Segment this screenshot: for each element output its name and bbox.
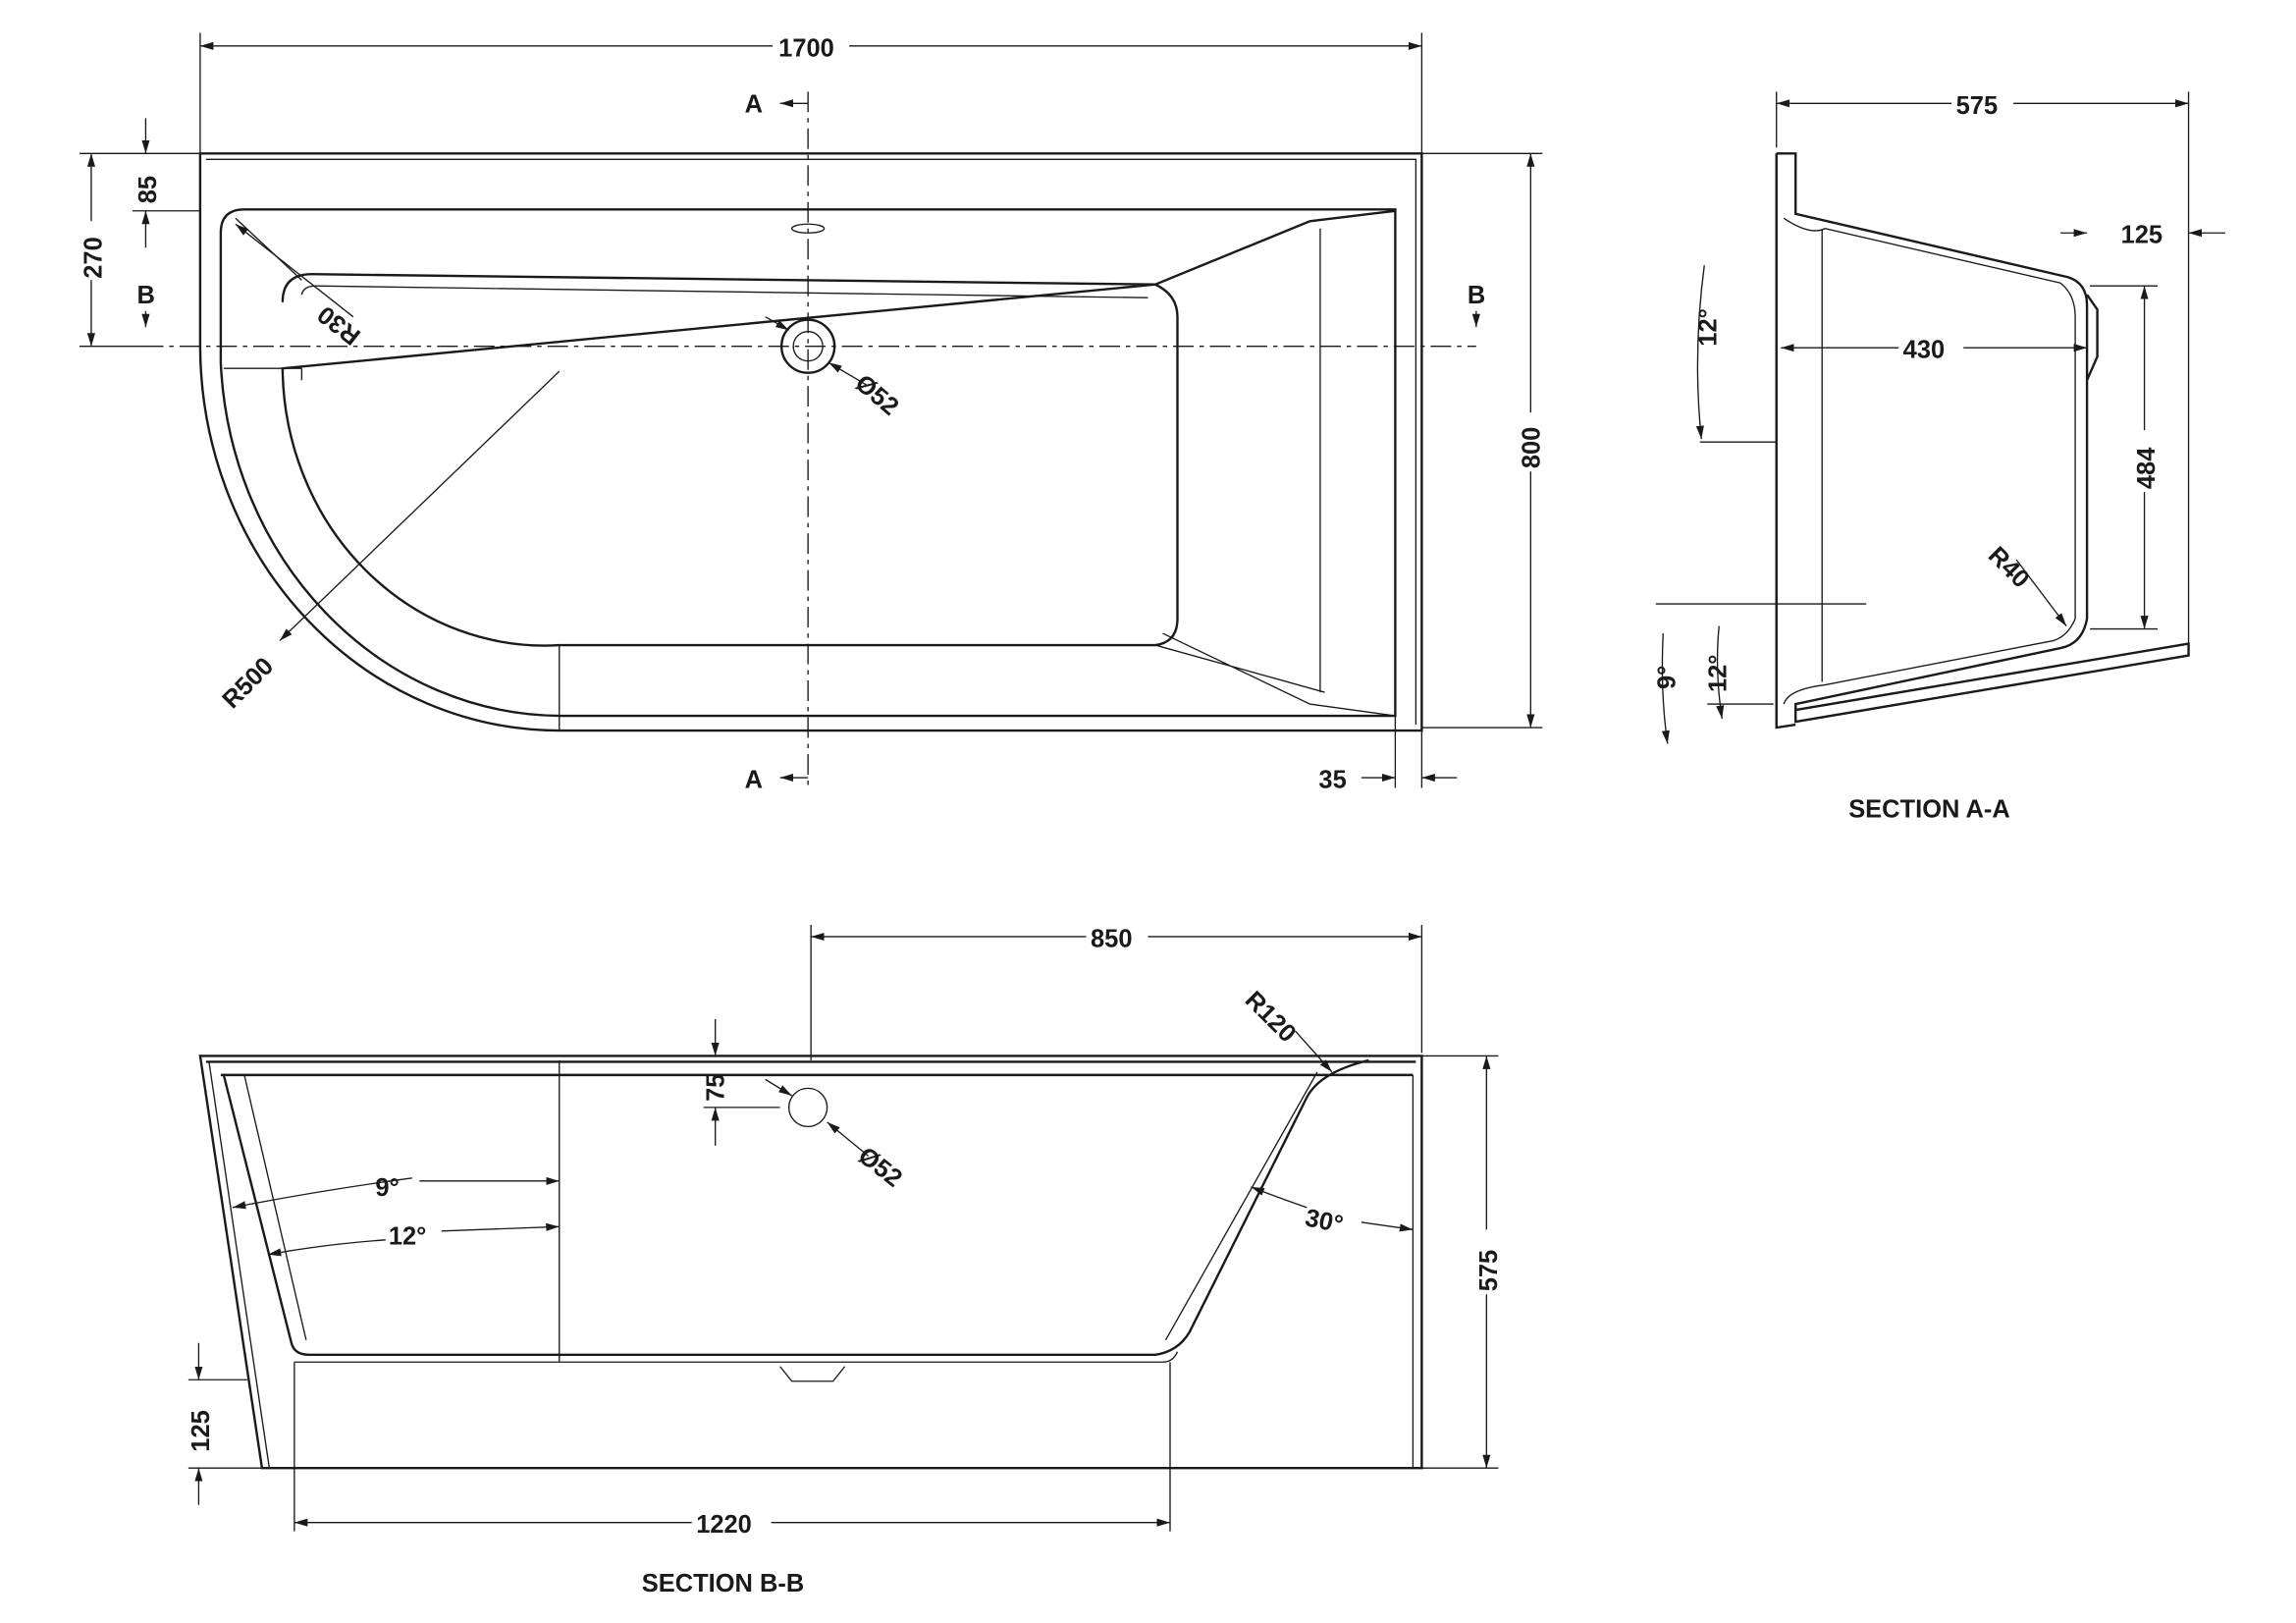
dim-section-b-850: 850 xyxy=(1091,925,1133,952)
dim-waste-offset: 270 xyxy=(80,237,107,279)
plan-basin xyxy=(281,209,1396,647)
section-b-marker-right: B xyxy=(1468,282,1485,309)
plan-outer-outline xyxy=(198,152,1423,732)
dim-section-b-height: 575 xyxy=(1475,1250,1503,1292)
section-a-title: SECTION A-A xyxy=(1848,795,2010,823)
dim-section-b-angle-outer: 9° xyxy=(375,1174,399,1202)
plan-view: A A B B 1700 800 270 85 35 R30 R500 Ø52 xyxy=(76,29,1545,794)
dim-section-a-depth: 575 xyxy=(1956,92,1999,120)
dim-corner-radius: R30 xyxy=(312,300,365,351)
section-a-marker-bottom: A xyxy=(745,767,763,794)
dim-rim-end: 35 xyxy=(1318,767,1346,794)
dim-section-b-radius: R120 xyxy=(1240,986,1302,1048)
section-b-title: SECTION B-B xyxy=(642,1570,805,1597)
dim-section-b-overflow-drop: 75 xyxy=(703,1074,730,1102)
dim-section-a-lip: 125 xyxy=(2121,222,2163,249)
dim-overall-length: 1700 xyxy=(778,34,834,62)
section-b-marker-left: B xyxy=(136,282,154,309)
dim-waste-diameter: Ø52 xyxy=(850,369,904,420)
dim-section-b-angle-inner: 12° xyxy=(389,1222,427,1250)
dim-section-a-angle-back: 12° xyxy=(1694,308,1722,347)
section-a-marker-top: A xyxy=(745,90,763,118)
dim-section-a-angle-base-inner: 12° xyxy=(1705,655,1733,693)
dim-curve-radius: R500 xyxy=(217,652,279,714)
dim-section-b-base-length: 1220 xyxy=(696,1511,752,1539)
dim-overall-width: 800 xyxy=(1518,427,1545,469)
section-b-b: 850 R120 75 Ø52 9° 12° 30° 575 125 1220 … xyxy=(187,921,1503,1597)
dim-section-a-angle-base-outer: 9° xyxy=(1653,666,1681,689)
section-a-profile xyxy=(1775,152,2190,730)
section-a-a: 575 125 430 484 R40 12° 9° 12° SECTION A… xyxy=(1653,88,2226,823)
overflow-outlet xyxy=(787,1087,828,1128)
dim-section-a-radius: R40 xyxy=(1983,542,2035,594)
dim-rim-top: 85 xyxy=(134,176,162,203)
plan-rim-inner xyxy=(219,208,1397,718)
dim-section-a-inner-height: 484 xyxy=(2133,447,2161,489)
dim-section-a-inner-width: 430 xyxy=(1903,337,1946,364)
dim-section-b-plinth: 125 xyxy=(187,1410,215,1452)
section-b-profile xyxy=(198,1055,1423,1470)
dim-section-b-angle-end: 30° xyxy=(1303,1204,1345,1238)
